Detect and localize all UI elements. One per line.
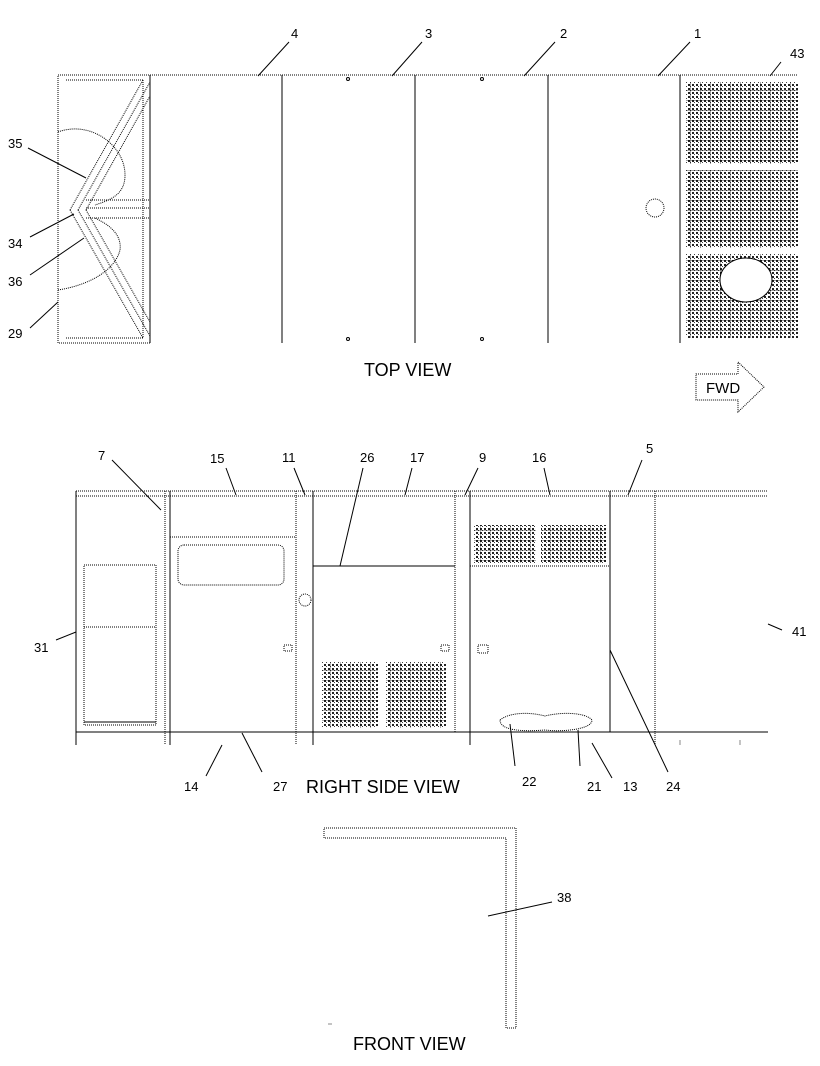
callout-36: 36 (8, 274, 22, 289)
callout-41: 41 (792, 624, 806, 639)
callout-15: 15 (210, 451, 224, 466)
callout-9: 9 (479, 450, 486, 465)
callout-3: 3 (425, 26, 432, 41)
callout-27: 27 (273, 779, 287, 794)
callout-43: 43 (790, 46, 804, 61)
fwd-arrow-icon (695, 360, 765, 414)
callout-4: 4 (291, 26, 298, 41)
callout-21: 21 (587, 779, 601, 794)
callout-29: 29 (8, 326, 22, 341)
callout-31: 31 (34, 640, 48, 655)
callout-34: 34 (8, 236, 22, 251)
top-view-title: TOP VIEW (364, 360, 451, 380)
callout-7: 7 (98, 448, 105, 463)
callout-38: 38 (557, 890, 571, 905)
callout-2: 2 (560, 26, 567, 41)
callouts: 4 3 2 1 43 35 34 36 29 7 15 11 26 17 9 1… (8, 26, 806, 905)
callout-35: 35 (8, 136, 22, 151)
right-side-view (75, 490, 768, 745)
callout-11: 11 (282, 450, 296, 465)
callout-5: 5 (646, 441, 653, 456)
callout-17: 17 (410, 450, 424, 465)
callout-16: 16 (532, 450, 546, 465)
callout-14: 14 (184, 779, 198, 794)
front-view-title: FRONT VIEW (353, 1034, 466, 1054)
callout-13: 13 (623, 779, 637, 794)
callout-22: 22 (522, 774, 536, 789)
right-side-view-title: RIGHT SIDE VIEW (306, 777, 460, 797)
callout-1: 1 (694, 26, 701, 41)
callout-26: 26 (360, 450, 374, 465)
front-view (323, 827, 517, 1029)
fwd-label: FWD (706, 380, 740, 397)
top-view (57, 74, 798, 414)
leader-lines (27, 41, 783, 917)
callout-24: 24 (666, 779, 680, 794)
